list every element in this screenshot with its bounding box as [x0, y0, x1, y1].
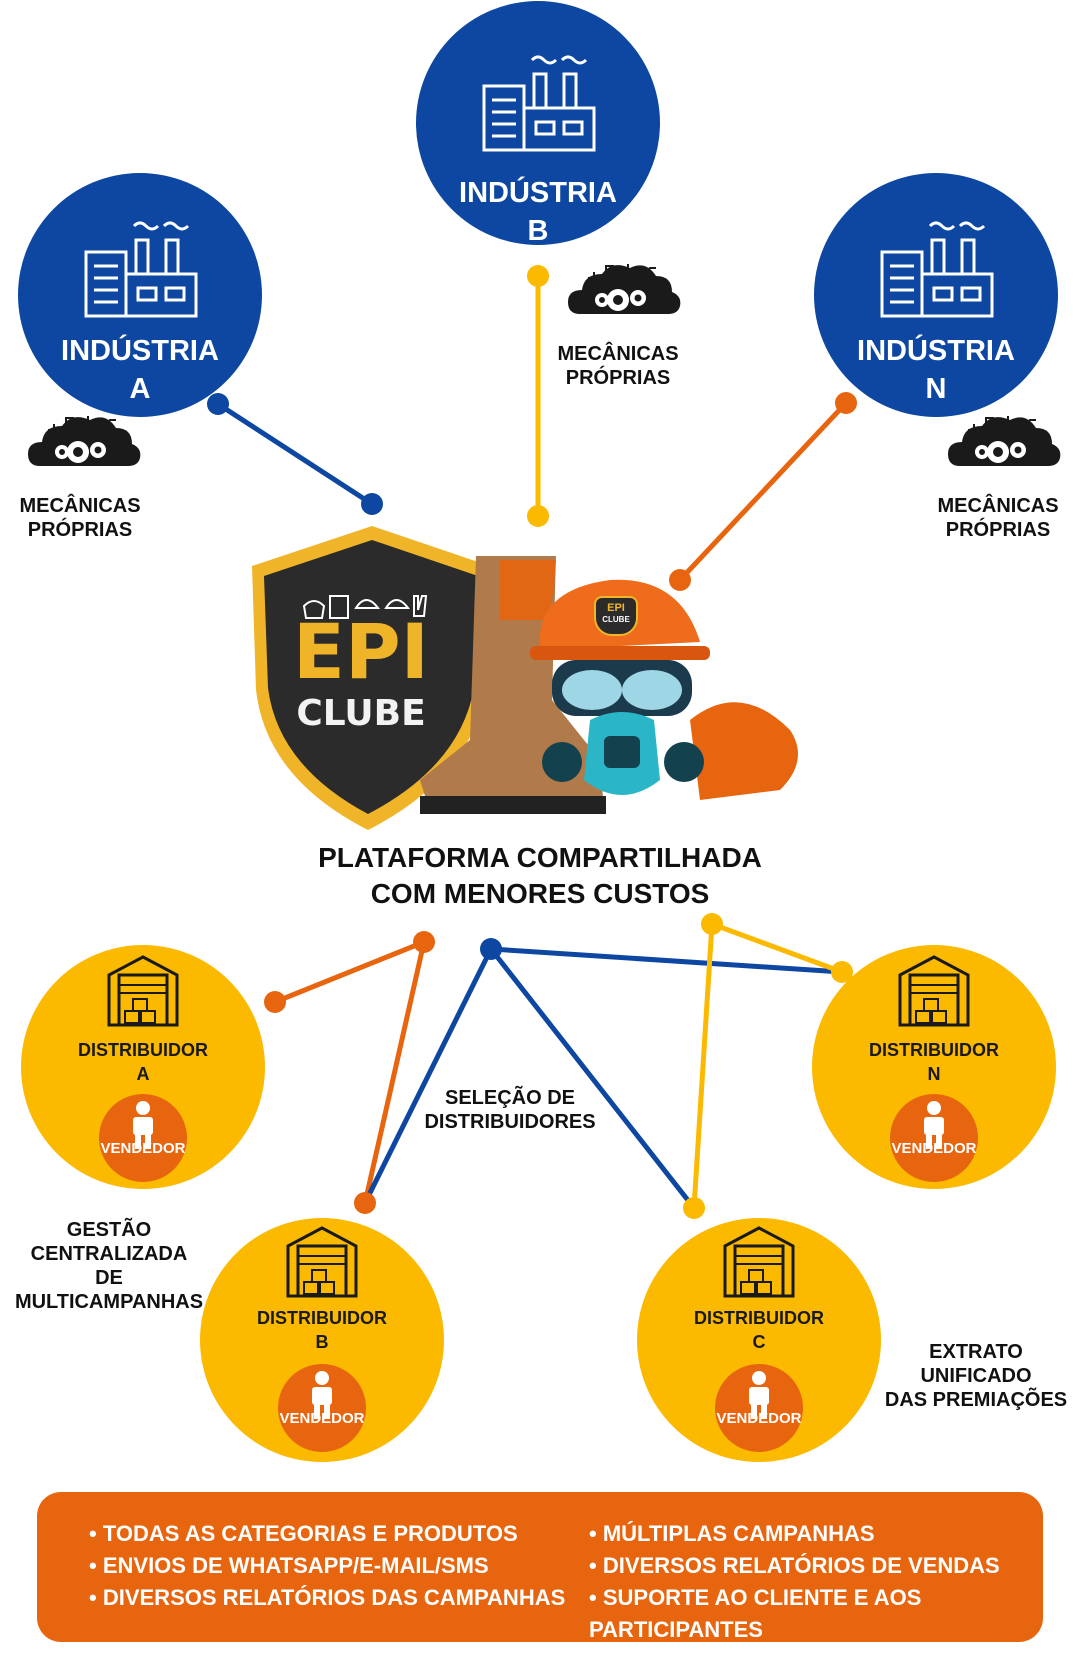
- ppe-gear-illustration: [420, 556, 798, 814]
- node-dot: [354, 1192, 376, 1214]
- distributor-c-line2: C: [752, 1332, 766, 1352]
- node-dot: [527, 265, 549, 287]
- distributor-a-line1: DISTRIBUIDOR: [78, 1040, 208, 1060]
- distributor-c-title: DISTRIBUIDOR C: [679, 1306, 839, 1354]
- selection-line2: DISTRIBUIDORES: [424, 1111, 596, 1133]
- platform-line1: PLATAFORMA COMPARTILHADA: [318, 842, 762, 873]
- logo-epi-text: EPI: [293, 607, 429, 696]
- industry-b-line1: INDÚSTRIA: [459, 177, 617, 209]
- industry-a-title: INDÚSTRIA A: [40, 332, 240, 408]
- management-label: GESTÃO CENTRALIZADA DE MULTICAMPANHAS: [4, 1218, 214, 1314]
- feature-item: ENVIOS DE WHATSAPP/E-MAIL/SMS: [89, 1550, 565, 1582]
- distributor-n-title: DISTRIBUIDOR N: [854, 1038, 1014, 1086]
- distributor-b-node: [200, 1218, 444, 1462]
- helmet-badge-bottom: CLUBE: [602, 615, 630, 624]
- link-industry-n: [678, 401, 848, 582]
- industry-b-title: INDÚSTRIA B: [438, 174, 638, 250]
- mechanics-right-label: MECÂNICAS PRÓPRIAS: [928, 494, 1068, 542]
- mechanics-left-line1: MECÂNICAS: [19, 495, 141, 517]
- feature-item: TODAS AS CATEGORIAS E PRODUTOS: [89, 1518, 565, 1550]
- statement-line1: EXTRATO UNIFICADO: [920, 1341, 1032, 1387]
- seller-a-label: VENDEDOR: [100, 1140, 186, 1157]
- industry-n-line2: N: [925, 373, 947, 405]
- cloud-gear-icon: [27, 415, 142, 467]
- mechanics-center-label: MECÂNICAS PRÓPRIAS: [548, 342, 688, 390]
- node-dot: [480, 938, 502, 960]
- node-dot: [264, 991, 286, 1013]
- node-dot: [527, 505, 549, 527]
- management-line1: GESTÃO CENTRALIZADA: [30, 1219, 188, 1265]
- node-dot: [701, 913, 723, 935]
- cloud-gear-icon: [567, 263, 682, 315]
- platform-label: PLATAFORMA COMPARTILHADA COM MENORES CUS…: [300, 840, 780, 912]
- industry-a-line2: A: [129, 373, 151, 405]
- industry-a-node: [18, 173, 262, 417]
- mechanics-left-line2: PRÓPRIAS: [27, 519, 133, 541]
- distributor-a-title: DISTRIBUIDOR A: [63, 1038, 223, 1086]
- node-dot: [683, 1197, 705, 1219]
- feature-item: DIVERSOS RELATÓRIOS DE VENDAS: [589, 1550, 1043, 1582]
- features-list-left: TODAS AS CATEGORIAS E PRODUTOS ENVIOS DE…: [89, 1518, 565, 1614]
- statement-line2: DAS PREMIAÇÕES: [884, 1389, 1068, 1411]
- link-blue-n: [490, 946, 843, 975]
- platform-line2: COM MENORES CUSTOS: [370, 878, 710, 909]
- node-dot: [361, 493, 383, 515]
- distributor-c-line1: DISTRIBUIDOR: [694, 1308, 824, 1328]
- link-orange-distributors: [274, 937, 428, 1204]
- mechanics-left-label: MECÂNICAS PRÓPRIAS: [10, 494, 150, 542]
- mechanics-center-line2: PRÓPRIAS: [565, 367, 671, 389]
- distributor-b-line2: B: [315, 1332, 329, 1352]
- distributor-a-node: [21, 945, 265, 1189]
- industry-a-line1: INDÚSTRIA: [61, 335, 219, 367]
- feature-item: DIVERSOS RELATÓRIOS DAS CAMPANHAS: [89, 1582, 565, 1614]
- selection-line1: SELEÇÃO DE: [444, 1087, 576, 1109]
- industry-n-node: [814, 173, 1058, 417]
- node-dot: [669, 569, 691, 591]
- industry-b-node: [416, 1, 660, 245]
- seller-b-label: VENDEDOR: [279, 1410, 365, 1427]
- node-dot: [413, 931, 435, 953]
- features-list-right: MÚLTIPLAS CAMPANHAS DIVERSOS RELATÓRIOS …: [589, 1518, 1043, 1646]
- feature-item: MÚLTIPLAS CAMPANHAS: [589, 1518, 1043, 1550]
- management-line2: DE MULTICAMPANHAS: [14, 1267, 204, 1313]
- helmet-badge: EPI CLUBE: [594, 596, 638, 636]
- node-dot: [207, 393, 229, 415]
- features-banner: TODAS AS CATEGORIAS E PRODUTOS ENVIOS DE…: [37, 1492, 1043, 1642]
- distributor-n-node: [812, 945, 1056, 1189]
- mechanics-right-line2: PRÓPRIAS: [945, 519, 1051, 541]
- distributor-a-line2: A: [136, 1064, 150, 1084]
- link-industry-a: [216, 401, 374, 507]
- industry-n-line1: INDÚSTRIA: [857, 335, 1015, 367]
- distributor-c-node: [637, 1218, 881, 1462]
- logo-clube-text: CLUBE: [296, 693, 426, 734]
- epi-clube-shield-logo: [252, 526, 490, 830]
- distributor-b-line1: DISTRIBUIDOR: [257, 1308, 387, 1328]
- mechanics-right-line1: MECÂNICAS: [937, 495, 1059, 517]
- distributor-n-line1: DISTRIBUIDOR: [869, 1040, 999, 1060]
- helmet-badge-top: EPI: [607, 602, 625, 614]
- seller-n-label: VENDEDOR: [891, 1140, 977, 1157]
- node-dot: [831, 961, 853, 983]
- industry-b-line2: B: [527, 215, 549, 247]
- mechanics-center-line1: MECÂNICAS: [557, 343, 679, 365]
- selection-label: SELEÇÃO DE DISTRIBUIDORES: [420, 1086, 600, 1134]
- industry-n-title: INDÚSTRIA N: [836, 332, 1036, 408]
- distributor-b-title: DISTRIBUIDOR B: [242, 1306, 402, 1354]
- node-dot: [835, 392, 857, 414]
- statement-label: EXTRATO UNIFICADO DAS PREMIAÇÕES: [876, 1340, 1076, 1412]
- seller-c-label: VENDEDOR: [716, 1410, 802, 1427]
- cloud-gear-icon: [947, 415, 1062, 467]
- feature-item: SUPORTE AO CLIENTE E AOS PARTICIPANTES: [589, 1582, 1043, 1646]
- distributor-n-line2: N: [927, 1064, 941, 1084]
